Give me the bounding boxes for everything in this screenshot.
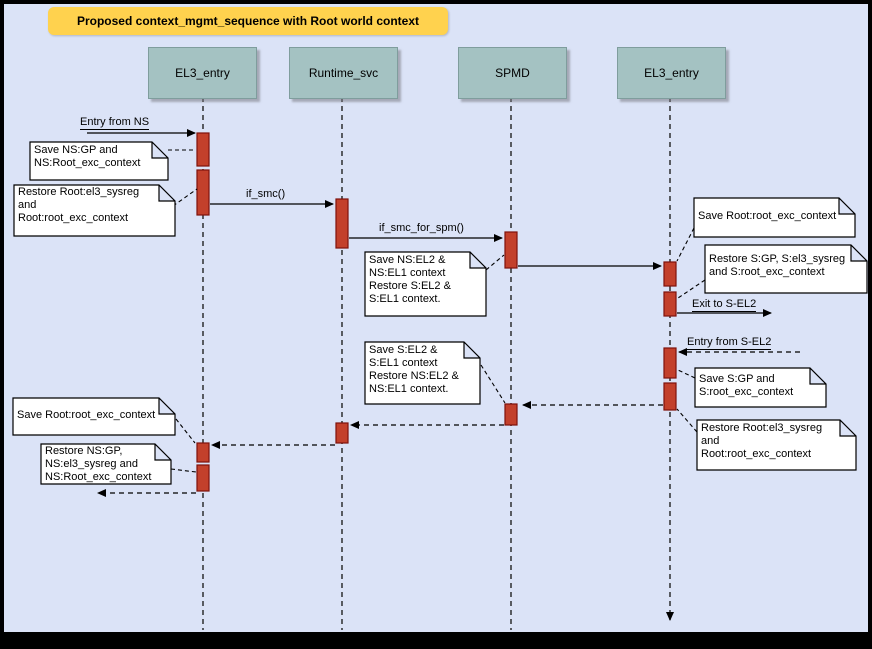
note-connectors: [168, 149, 706, 473]
activation-bar: [663, 347, 677, 379]
activation-bar: [504, 403, 518, 426]
connector-note-6: [677, 369, 696, 379]
activation-bar: [196, 132, 210, 167]
activation-bar: [196, 442, 210, 463]
connector-note-5: [677, 279, 706, 299]
activation-bar: [663, 291, 677, 317]
activation-bar: [663, 382, 677, 411]
connector-note-8: [480, 364, 506, 404]
connector-note-9: [175, 418, 196, 444]
note-shape: [29, 141, 169, 181]
activation-bar: [663, 261, 677, 287]
activation-bar: [196, 464, 210, 492]
connector-note-4: [676, 227, 695, 262]
activation-bar: [196, 169, 210, 216]
activation-bar: [335, 198, 349, 249]
sequence-diagram-canvas: Proposed context_mgmt_sequence with Root…: [4, 4, 868, 632]
dashed-message-arrows: [97, 348, 800, 497]
connector-note-10: [170, 468, 197, 473]
activation-bars: [196, 132, 677, 492]
note-shape: [364, 341, 481, 405]
note-shape: [12, 397, 176, 436]
note-shape: [696, 419, 857, 471]
activation-bar: [504, 231, 518, 269]
connector-note-2: [172, 188, 198, 207]
note-shape: [364, 251, 487, 317]
activation-bar: [335, 422, 349, 444]
diagram-graphics: [12, 97, 868, 630]
connector-note-7: [676, 408, 698, 433]
connector-note-3: [485, 254, 505, 271]
note-shape: [704, 244, 868, 294]
solid-message-arrows: [87, 129, 772, 317]
note-shape: [13, 184, 176, 237]
note-shapes: [12, 141, 868, 485]
note-shape: [694, 367, 827, 408]
note-shape: [693, 197, 856, 238]
note-shape: [40, 443, 172, 485]
